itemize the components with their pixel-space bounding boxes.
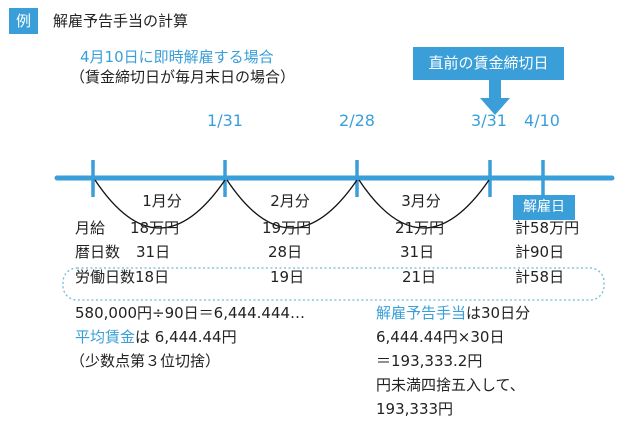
- period-january: 1月分: [142, 192, 182, 210]
- scenario-title: 4月10日に即時解雇する場合: [80, 48, 274, 66]
- diagram-title: 解雇予告手当の計算: [53, 12, 189, 30]
- notice-pay-days: 解雇予告手当は30日分: [376, 304, 530, 322]
- arc-february: [226, 179, 358, 229]
- notice-pay-final: 193,333円: [376, 400, 454, 418]
- calendar-days-feb: 28日: [268, 243, 303, 261]
- arc-march: [358, 179, 490, 229]
- row-label-working-days: 労働日数: [75, 268, 136, 286]
- average-wage-term: 平均賃金: [75, 328, 136, 346]
- date-2-28: 2/28: [339, 111, 375, 130]
- arc-january: [94, 179, 226, 229]
- rounding-note: （少数点第３位切捨）: [70, 352, 221, 370]
- salary-total: 計58万円: [515, 219, 580, 237]
- date-3-31: 3/31: [471, 111, 507, 130]
- average-wage-result: 平均賃金は 6,444.44円: [75, 328, 237, 346]
- period-march: 3月分: [401, 192, 441, 210]
- row-label-calendar-days: 暦日数: [75, 243, 121, 261]
- calendar-days-total: 計90日: [515, 243, 565, 261]
- scenario-subtitle: （賃金締切日が毎月末日の場合）: [70, 68, 296, 86]
- working-days-jan: 18日: [135, 268, 170, 286]
- notice-pay-days-value: は30日分: [466, 304, 531, 322]
- working-days-highlight: [62, 267, 605, 301]
- notice-pay-term: 解雇予告手当: [376, 304, 467, 322]
- calendar-days-mar: 31日: [400, 243, 435, 261]
- row-label-salary: 月給: [75, 219, 106, 237]
- average-wage-value: は 6,444.44円: [135, 328, 237, 346]
- date-4-10: 4/10: [524, 111, 560, 130]
- example-badge: 例: [9, 8, 38, 34]
- average-wage-formula: 580,000円÷90日＝6,444.444…: [75, 304, 306, 322]
- date-1-31: 1/31: [207, 111, 243, 130]
- salary-mar: 21万円: [395, 219, 445, 237]
- notice-pay-raw: ＝193,333.2円: [376, 352, 483, 370]
- working-days-mar: 21日: [402, 268, 437, 286]
- working-days-feb: 19日: [270, 268, 305, 286]
- period-february: 2月分: [270, 192, 310, 210]
- rounding-instruction: 円未満四捨五入して、: [376, 376, 525, 394]
- dismissal-date-badge: 解雇日: [513, 195, 575, 220]
- notice-pay-formula: 6,444.44円×30日: [376, 328, 505, 346]
- salary-feb: 19万円: [262, 219, 312, 237]
- working-days-total: 計58日: [515, 268, 565, 286]
- calendar-days-jan: 31日: [136, 243, 171, 261]
- down-arrow-icon: [480, 80, 510, 115]
- salary-jan: 18万円: [130, 219, 180, 237]
- cutoff-callout: 直前の賃金締切日: [413, 47, 564, 80]
